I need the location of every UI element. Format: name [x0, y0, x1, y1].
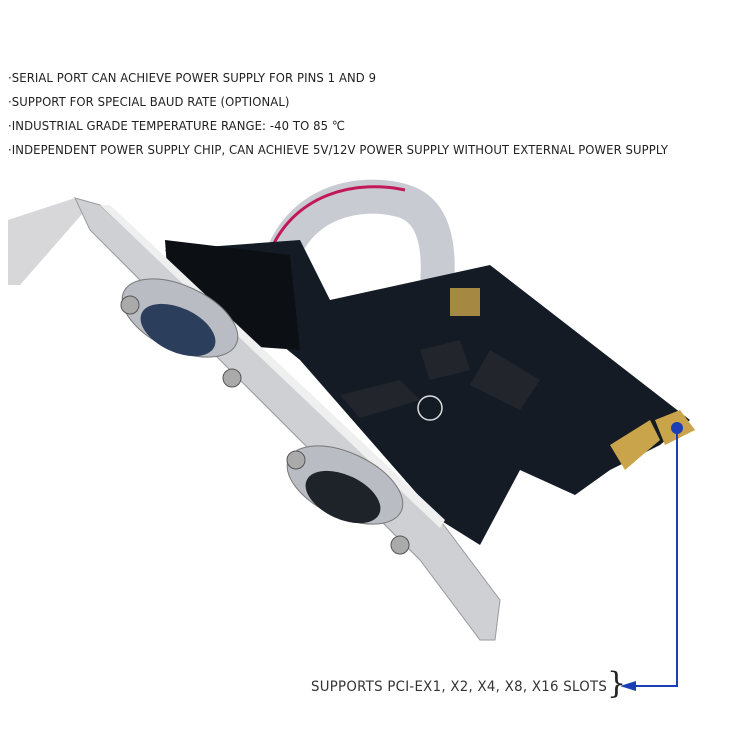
slot-support-label: SUPPORTS PCI-EX1, X2, X4, X8, X16 SLOTS	[311, 679, 608, 695]
chip-2	[340, 380, 420, 418]
feature-line-power-chip: ·INDEPENDENT POWER SUPPLY CHIP, CAN ACHI…	[8, 142, 669, 157]
gold-fingers	[610, 420, 660, 470]
brace-icon: }	[607, 666, 627, 701]
pb-free-logo	[417, 395, 443, 421]
callout-pointer	[620, 422, 683, 691]
arrowhead-icon	[620, 681, 636, 691]
ribbon-cable	[263, 179, 455, 334]
chip-main	[470, 350, 540, 410]
feature-line-power-pins: ·SERIAL PORT CAN ACHIEVE POWER SUPPLY FO…	[8, 70, 377, 85]
db9-connector-top	[120, 278, 242, 388]
chip-3	[420, 340, 470, 380]
jumper-header	[450, 288, 480, 316]
db9-connector-bottom	[286, 445, 410, 555]
feature-line-temperature: ·INDUSTRIAL GRADE TEMPERATURE RANGE: -40…	[8, 118, 346, 133]
feature-line-baud-rate: ·SUPPORT FOR SPECIAL BAUD RATE (OPTIONAL…	[8, 94, 290, 109]
